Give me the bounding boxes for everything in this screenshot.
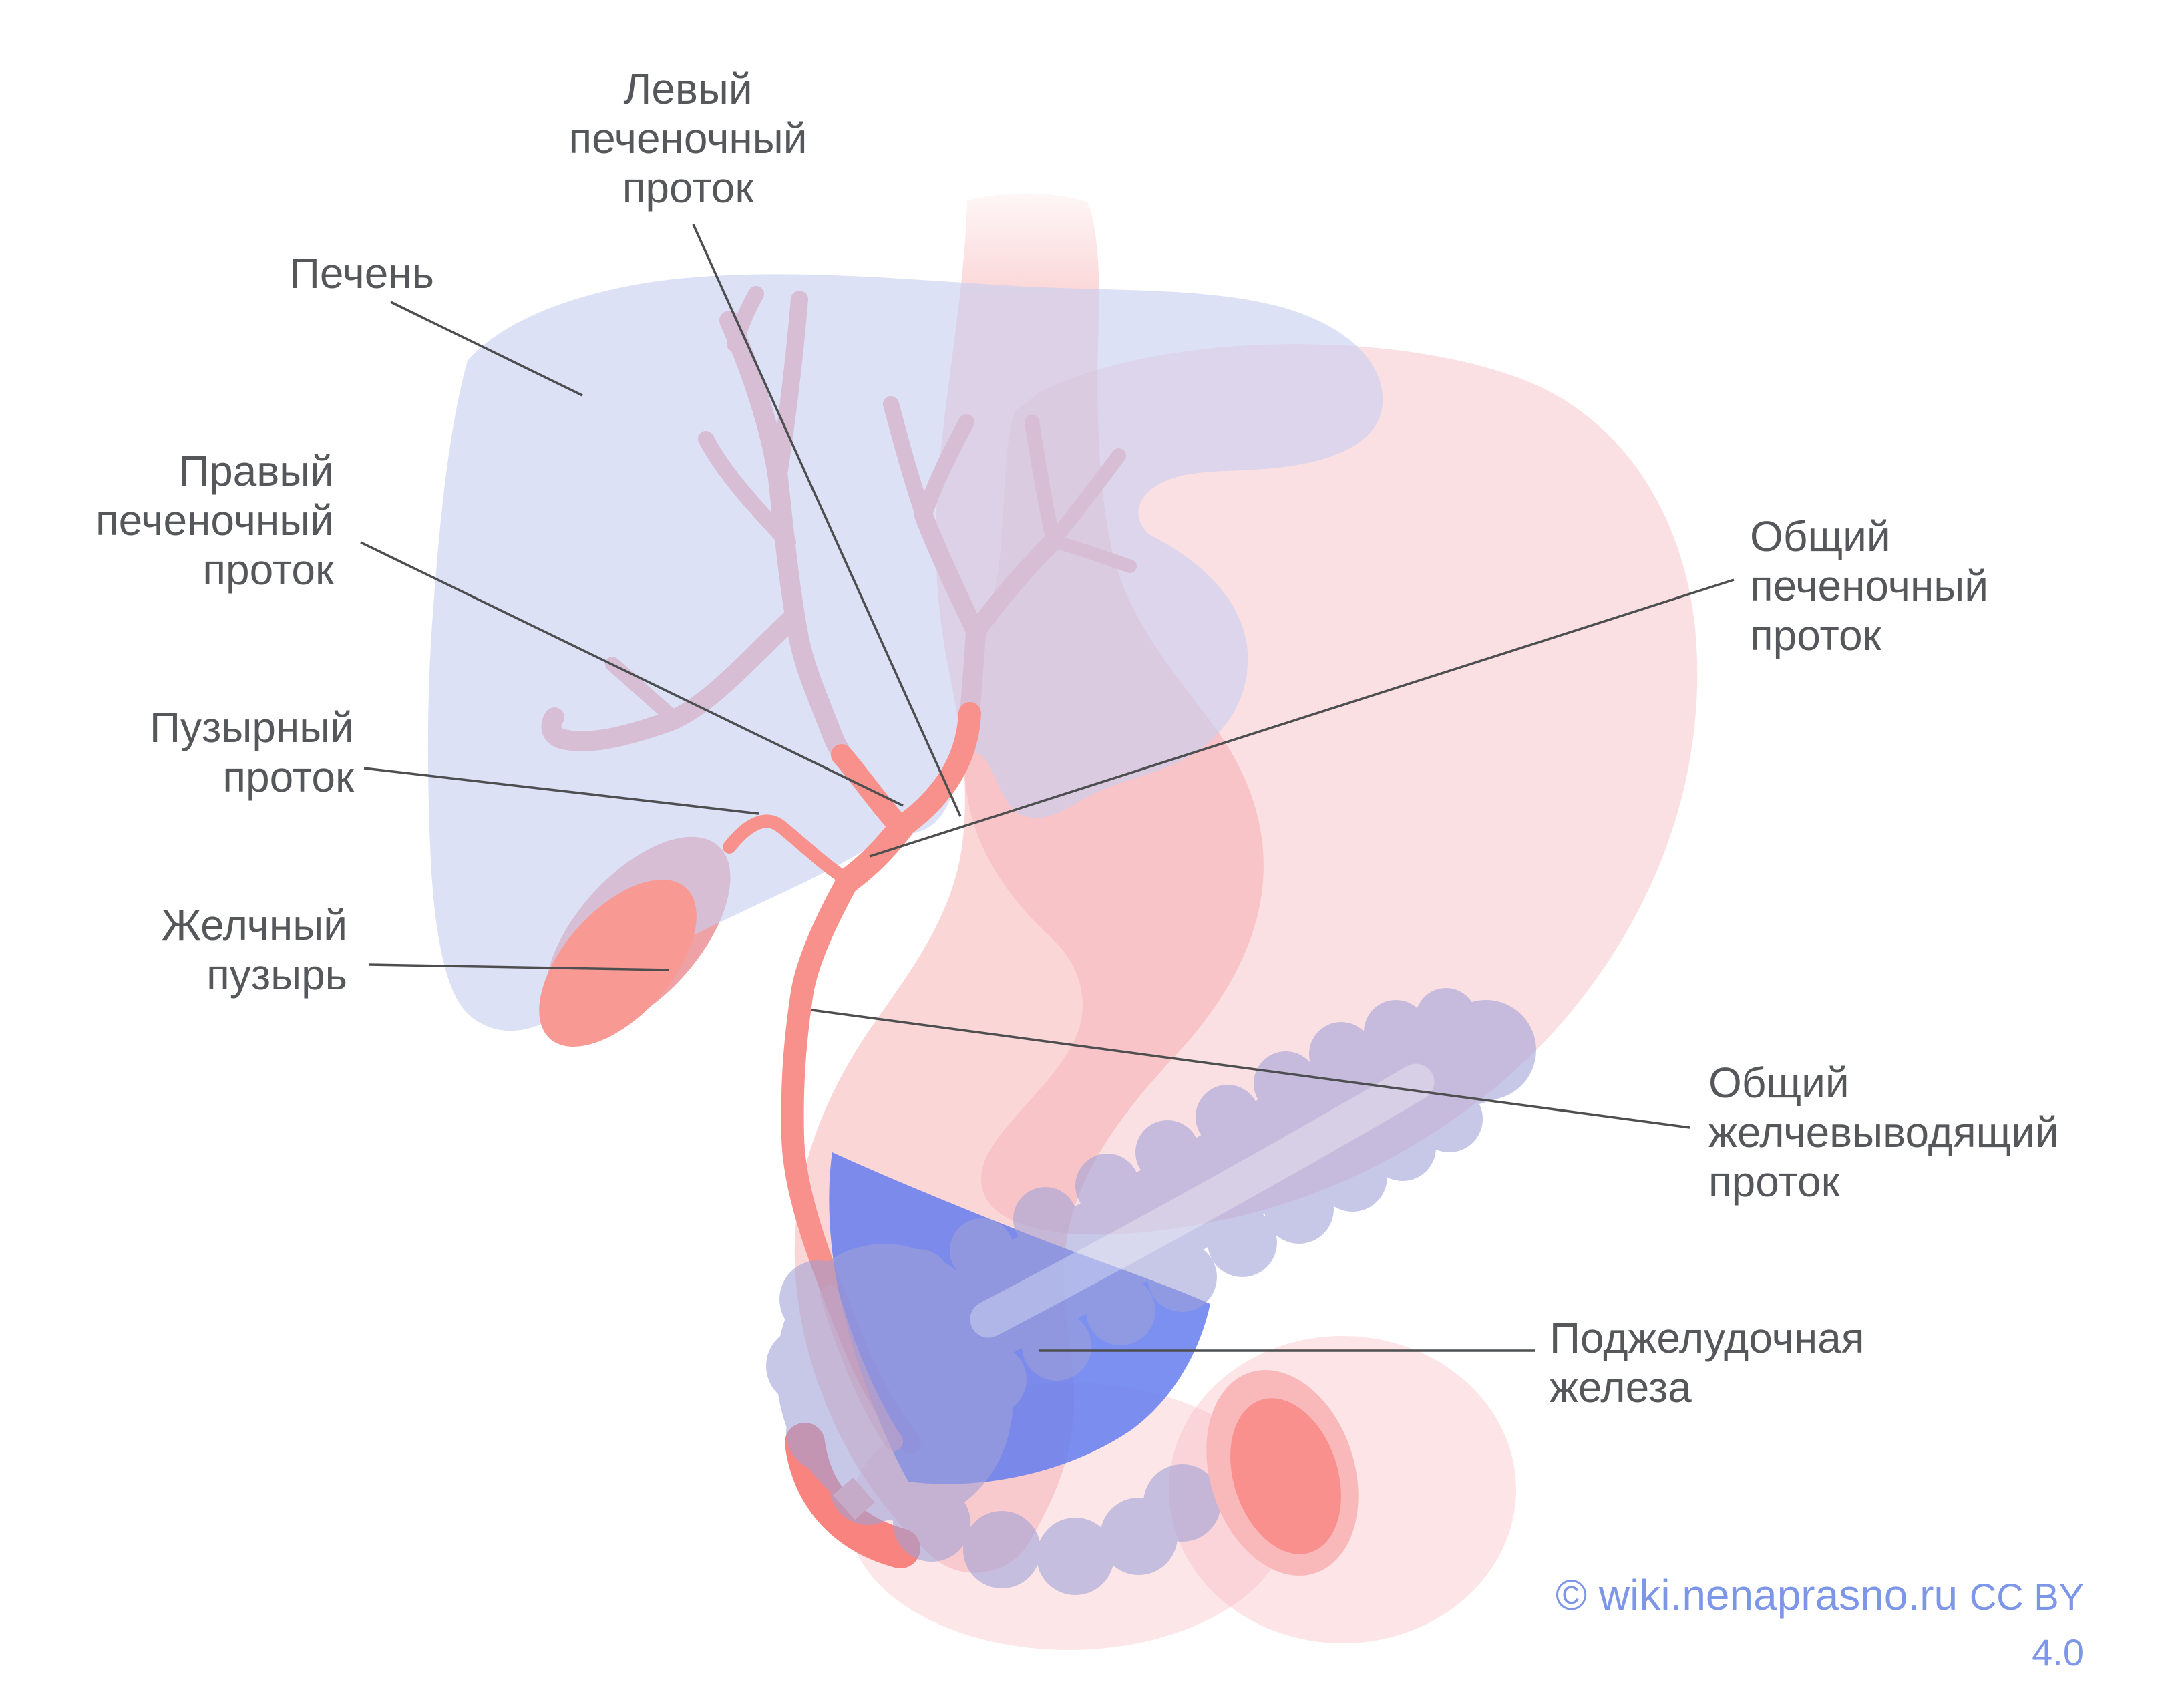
left-hepatic-duct-shape — [890, 702, 981, 838]
watermark: © wiki.nenaprasno.ru CC BY 4.0 — [1536, 1568, 2084, 1679]
label-line: проток — [1708, 1158, 1840, 1206]
bile-tree-extrahepatic — [723, 702, 981, 1454]
label-line: Левый — [623, 65, 753, 113]
label-line: печеночный — [568, 114, 807, 162]
label-common-bile-duct: Общий желчевыводящий проток — [1708, 1058, 2163, 1206]
label-line: проток — [622, 164, 754, 212]
watermark-credit: © wiki.nenaprasno.ru — [1555, 1571, 1958, 1619]
label-line: Общий — [1750, 512, 1891, 560]
label-gallbladder: Желчный пузырь — [100, 900, 347, 999]
leader-cystic-duct — [363, 767, 759, 815]
label-line: Общий — [1708, 1059, 1849, 1107]
leader-common-hepatic-duct — [869, 578, 1735, 858]
pancreas-sheen — [970, 1063, 1435, 1338]
cystic-duct-shape — [723, 814, 855, 887]
leader-gallbladder — [368, 963, 670, 971]
label-line: проток — [202, 546, 334, 594]
leader-liver — [390, 301, 583, 397]
label-line: Правый — [178, 447, 334, 495]
label-liver: Печень — [167, 248, 434, 298]
leader-left-hepatic-duct — [692, 224, 962, 817]
label-liver-line: Печень — [289, 249, 434, 297]
label-line: желчевыводящий — [1708, 1108, 2059, 1156]
leader-right-hepatic-duct — [360, 541, 904, 807]
label-common-hepatic-duct: Общий печеночный проток — [1750, 512, 2164, 660]
label-line: печеночный — [1750, 562, 1989, 610]
pancreas-shape — [766, 988, 1536, 1595]
duodenum-cut-lumen — [1230, 1398, 1341, 1554]
liver-shape — [427, 274, 1383, 1031]
label-line: Желчный — [161, 901, 347, 949]
label-line: печеночный — [95, 496, 334, 544]
label-line: Пузырный — [149, 703, 354, 751]
label-line: пузырь — [206, 951, 347, 999]
label-line: проток — [1750, 611, 1881, 659]
label-line: проток — [222, 753, 354, 801]
watermark-license: CC BY 4.0 — [1969, 1576, 2084, 1673]
label-cystic-duct: Пузырный проток — [87, 703, 354, 802]
label-line: Поджелудочная — [1550, 1314, 1865, 1362]
leader-lines — [360, 224, 1735, 1352]
label-line: железа — [1550, 1363, 1692, 1411]
leader-common-bile-duct — [811, 1009, 1690, 1129]
gallbladder-shape — [539, 879, 697, 1047]
label-right-hepatic-duct: Правый печеночный проток — [67, 446, 334, 594]
label-pancreas: Поджелудочная железа — [1550, 1313, 2017, 1412]
label-left-hepatic-duct: Левый печеночный проток — [521, 64, 855, 212]
